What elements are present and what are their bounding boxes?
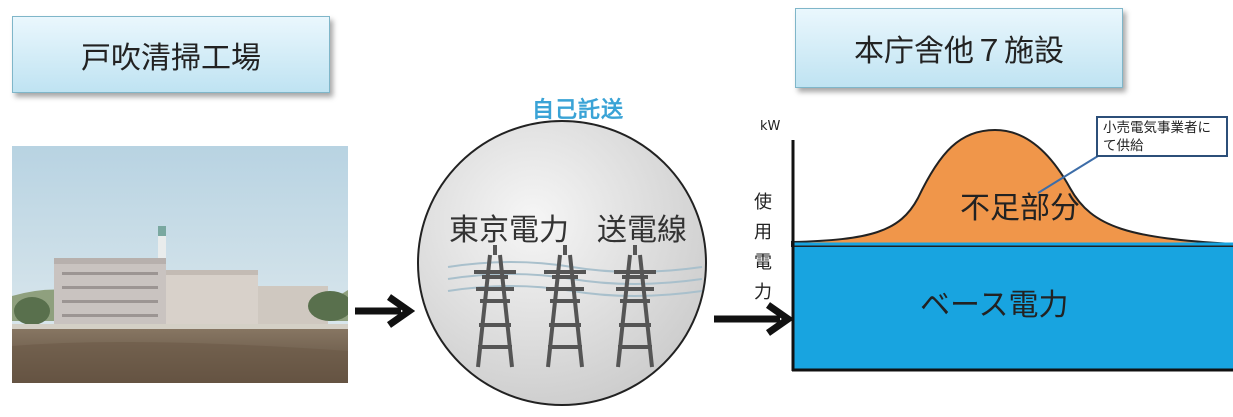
- base-power-area: [792, 244, 1233, 370]
- building-photo-icon: [12, 146, 348, 383]
- callout-pointer: [1037, 155, 1099, 194]
- y-axis-label: 使用電力: [754, 192, 772, 303]
- grid-circle: [412, 117, 712, 409]
- self-wheeling-title: 自己託送: [531, 98, 625, 123]
- y-axis-unit: kW: [760, 119, 781, 134]
- power-tower-icon: [544, 245, 586, 368]
- base-power-label: ベース電力: [920, 288, 1069, 323]
- retail-supplier-callout: 小売電気事業者にて供給: [1096, 116, 1228, 157]
- shortage-area: [791, 128, 1233, 247]
- demand-chart: [750, 118, 1233, 413]
- shortage-label: 不足部分: [960, 191, 1080, 226]
- power-tower-icon: [474, 245, 516, 368]
- arrow-right-icon: [714, 302, 794, 336]
- destination-facilities-label: 本庁舎他７施設: [795, 8, 1123, 88]
- source-facility-label: 戸吹清掃工場: [12, 16, 330, 93]
- plant-photo: [12, 146, 348, 383]
- power-tower-icon: [614, 245, 656, 368]
- source-facility-title: 戸吹清掃工場: [81, 40, 261, 76]
- transmission-line-label: 送電線: [597, 213, 687, 248]
- arrow-right-icon: [355, 294, 415, 328]
- destination-facilities-title: 本庁舎他７施設: [854, 34, 1064, 69]
- tepco-label: 東京電力: [449, 213, 569, 248]
